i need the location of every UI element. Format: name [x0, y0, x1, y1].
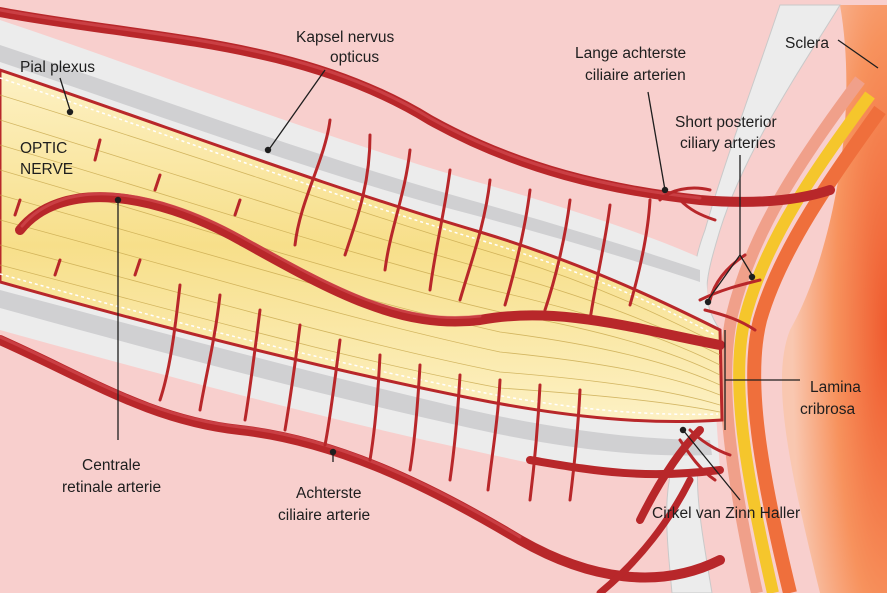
- label-optic-line2: NERVE: [20, 161, 73, 178]
- label-lamina-line1: Lamina: [810, 379, 861, 396]
- label-optic-line1: OPTIC: [20, 140, 67, 157]
- label-sclera: Sclera: [785, 35, 829, 52]
- label-kapsel-line2: opticus: [330, 49, 379, 66]
- label-short-line2: ciliary arteries: [680, 135, 776, 152]
- label-kapsel-line1: Kapsel nervus: [296, 29, 394, 46]
- label-centrale-line2: retinale arterie: [62, 479, 161, 496]
- label-lange-line2: ciliaire arterien: [585, 67, 686, 84]
- label-pial-plexus: Pial plexus: [20, 59, 95, 76]
- label-centrale-line1: Centrale: [82, 457, 141, 474]
- label-lange-line1: Lange achterste: [575, 45, 686, 62]
- label-achterste-line2: ciliaire arterie: [278, 507, 370, 524]
- label-lamina-line2: cribrosa: [800, 401, 856, 418]
- label-short-line1: Short posterior: [675, 114, 777, 131]
- label-cirkel: Cirkel van Zinn Haller: [652, 505, 800, 522]
- label-achterste-line1: Achterste: [296, 485, 361, 502]
